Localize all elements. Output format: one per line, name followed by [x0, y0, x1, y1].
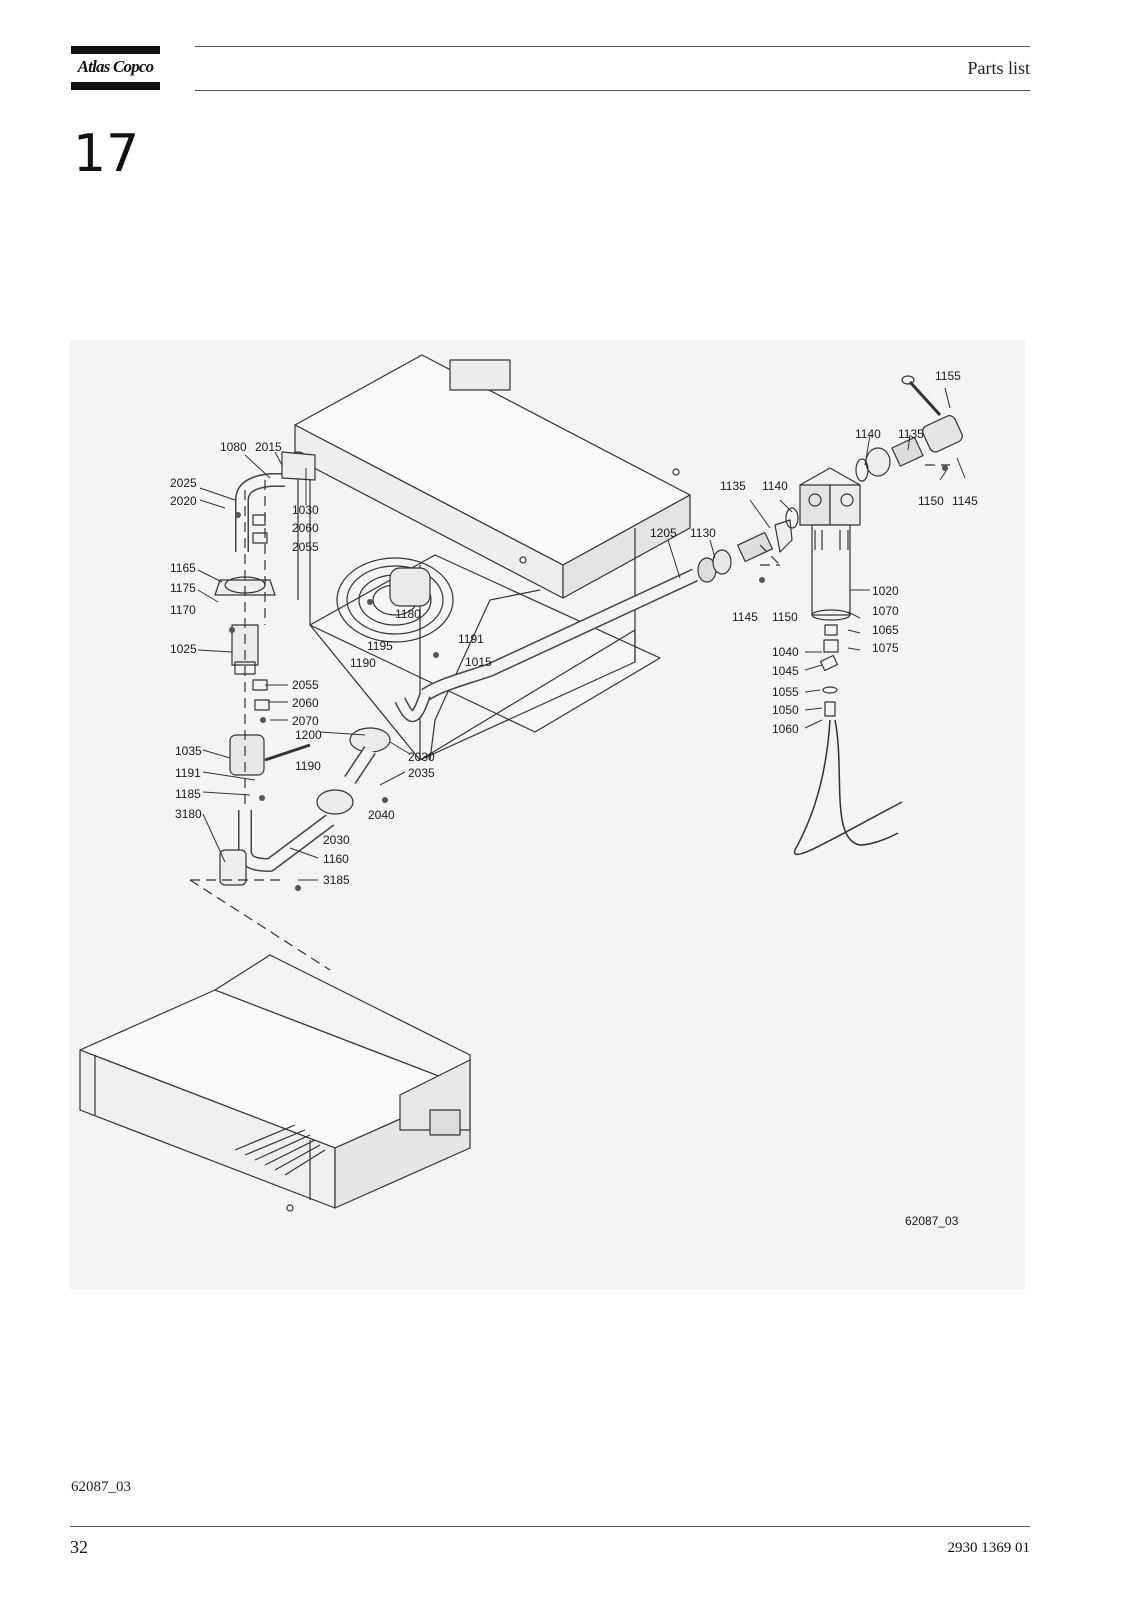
dryer-cabinet	[294, 354, 691, 761]
callout-1025: 1025	[170, 642, 197, 656]
callout-1191: 1191	[175, 766, 201, 780]
callout-leaders	[197, 387, 966, 881]
callout-1200: 1200	[295, 728, 322, 742]
logo-wordmark: Atlas Copco	[77, 57, 155, 76]
heat-exchanger	[79, 954, 471, 1212]
pipe-1205	[394, 568, 698, 723]
callout-1191: 1191	[458, 632, 484, 646]
callout-1035: 1035	[175, 744, 202, 758]
callout-1205: 1205	[650, 526, 677, 540]
callout-1160: 1160	[323, 852, 349, 866]
callout-2060: 2060	[292, 521, 319, 535]
callout-1190: 1190	[295, 759, 321, 773]
callout-2035: 2035	[408, 766, 435, 780]
callout-2060: 2060	[292, 696, 319, 710]
callout-1165: 1165	[170, 561, 196, 575]
callout-1030: 1030	[292, 503, 319, 517]
callout-2055: 2055	[292, 678, 319, 692]
logo-bar-top	[71, 46, 160, 54]
ball-valve-1155	[855, 375, 963, 482]
document-number: 2930 1369 01	[947, 1540, 1031, 1556]
callout-3185: 3185	[323, 873, 350, 887]
callout-1175: 1175	[170, 581, 196, 595]
page-number: 32	[70, 1537, 88, 1557]
callout-1140: 1140	[762, 479, 788, 493]
callout-1130: 1130	[690, 526, 716, 540]
footer-rule	[70, 1526, 1030, 1527]
callout-1145: 1145	[732, 610, 758, 624]
callout-1135: 1135	[720, 479, 746, 493]
hardware-dots	[229, 465, 948, 891]
callout-2015: 2015	[255, 440, 282, 454]
callout-1145: 1145	[952, 494, 978, 508]
assembly-dashes	[189, 464, 950, 971]
exploded-parts-drawing: 1155 1140 1135 1150 1145 1135 1140 1205 …	[70, 340, 1025, 1290]
drawing-canvas: 1155 1140 1135 1150 1145 1135 1140 1205 …	[79, 354, 978, 1228]
callout-1180: 1180	[395, 607, 421, 621]
callout-2020: 2020	[170, 494, 197, 508]
callout-1040: 1040	[772, 645, 799, 659]
callout-1055: 1055	[772, 685, 799, 699]
callout-1190: 1190	[350, 656, 376, 670]
callout-1020: 1020	[872, 584, 899, 598]
callout-1150: 1150	[918, 494, 944, 508]
callout-1065: 1065	[872, 623, 899, 637]
callout-1170: 1170	[170, 603, 196, 617]
header-title: Parts list	[967, 58, 1030, 78]
callout-2055: 2055	[292, 540, 319, 554]
callout-2070: 2070	[292, 714, 319, 728]
callout-1045: 1045	[772, 664, 799, 678]
fan-assembly	[336, 557, 454, 643]
section-number: 17	[73, 124, 140, 184]
callout-1195: 1195	[367, 639, 393, 653]
callout-1070: 1070	[872, 604, 899, 618]
callout-2030: 2030	[408, 750, 435, 764]
callout-1150: 1150	[772, 610, 798, 624]
callout-3180: 3180	[175, 807, 202, 821]
callout-1135: 1135	[898, 427, 924, 441]
callout-2030: 2030	[323, 833, 350, 847]
filter-housing	[793, 467, 903, 856]
figure-reference: 62087_03	[71, 1479, 131, 1495]
callout-1015: 1015	[465, 655, 492, 669]
riser-assembly	[214, 451, 391, 886]
drawing-id-label: 62087_03	[905, 1214, 959, 1228]
callout-1185: 1185	[175, 787, 201, 801]
logo-bar-bottom	[71, 82, 160, 90]
callout-1140: 1140	[855, 427, 881, 441]
atlas-copco-logo: Atlas Copco	[71, 46, 160, 90]
callout-1060: 1060	[772, 722, 799, 736]
callout-1075: 1075	[872, 641, 899, 655]
callout-2025: 2025	[170, 476, 197, 490]
header-rule-bottom	[195, 90, 1030, 91]
callout-2040: 2040	[368, 808, 395, 822]
callout-1080: 1080	[220, 440, 247, 454]
connector-1130	[697, 507, 799, 583]
header-rule-top	[195, 46, 1030, 47]
callout-1050: 1050	[772, 703, 799, 717]
callout-1155: 1155	[935, 369, 961, 383]
